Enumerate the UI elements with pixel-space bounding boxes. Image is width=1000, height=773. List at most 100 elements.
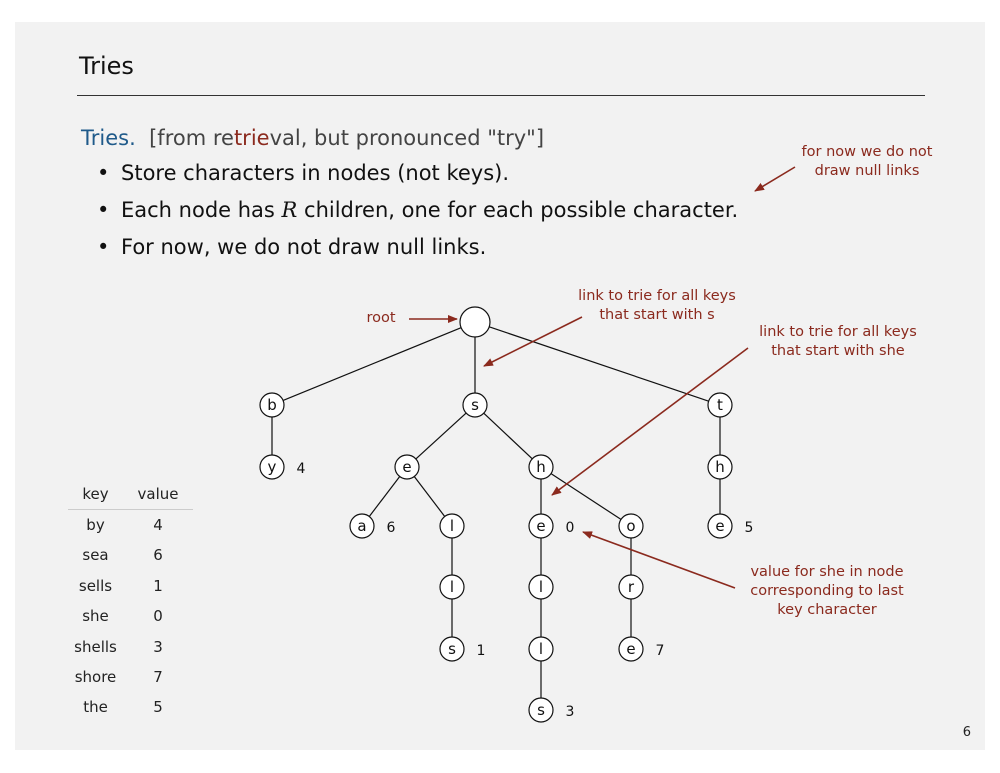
link-she-label-line2: that start with she [771, 343, 905, 359]
node-circle [707, 513, 733, 539]
link-she-label-line1: link to trie for all keys [759, 324, 917, 340]
row-key: by [86, 516, 105, 534]
node-circle [528, 636, 554, 662]
bullet-text-post: children, one for each possible characte… [297, 198, 739, 222]
node-value: 4 [297, 461, 306, 477]
row-value: 3 [153, 637, 163, 656]
node-char: l [539, 640, 543, 658]
trie-edge [550, 473, 622, 520]
link-s-arrow [483, 316, 583, 367]
node-char: s [471, 396, 479, 414]
trie-node: s [462, 392, 488, 418]
trie-node: e [394, 454, 420, 480]
header-value: value [137, 485, 179, 503]
row-key: shells [74, 637, 117, 656]
node-circle [439, 636, 465, 662]
trie-node: r [618, 574, 644, 600]
bullet-text-pre: Each node has [121, 198, 282, 222]
node-value: 3 [566, 704, 575, 720]
table-row: sells 1 [68, 571, 193, 601]
trie-node: l [439, 513, 465, 539]
bullet-text: Store characters in nodes (not keys). [121, 161, 510, 185]
node-circle [259, 392, 285, 418]
node-circle [349, 513, 375, 539]
node-char: r [628, 578, 635, 596]
node-value: 7 [656, 643, 665, 659]
node-char: e [402, 458, 411, 476]
intro-highlight: trie [233, 126, 270, 150]
note-line: for now we do not [801, 144, 933, 160]
table-header: key value [68, 479, 193, 510]
link-she-arrow [551, 347, 749, 496]
trie-node: o [618, 513, 644, 539]
trie-node: b [259, 392, 285, 418]
node-char: s [537, 701, 545, 719]
node-circle [528, 697, 554, 723]
trie-node: t [707, 392, 733, 418]
trie-edge [368, 476, 401, 517]
node-char: l [450, 578, 454, 596]
row-value: 7 [153, 667, 163, 686]
row-value: 1 [153, 576, 163, 595]
node-char: t [717, 396, 723, 414]
node-char: y [268, 458, 277, 476]
node-circle [707, 392, 733, 418]
row-key: shore [74, 667, 117, 686]
intro-part2: val, but pronounced "try"] [269, 126, 545, 150]
bullet-list: Store characters in nodes (not keys). Ea… [81, 155, 738, 266]
trie-edge [282, 327, 462, 402]
trie-edge [413, 476, 446, 517]
trie-node: l [528, 574, 554, 600]
bullet-variable: R [281, 198, 298, 222]
node-value: 0 [566, 520, 575, 536]
node-circle [394, 454, 420, 480]
bullet-item: Each node has R children, one for each p… [97, 192, 739, 229]
intro-lead: Tries. [81, 126, 136, 150]
node-char: s [448, 640, 456, 658]
node-circle [618, 574, 644, 600]
trie-edge [483, 412, 533, 460]
row-key: sells [78, 576, 113, 595]
node-circle [528, 574, 554, 600]
node-circle [528, 513, 554, 539]
node-char: l [450, 517, 454, 535]
root-label: root [366, 310, 395, 326]
trie-root-node [459, 306, 491, 338]
node-circle [462, 392, 488, 418]
node-circle [459, 306, 491, 338]
table-row: shore 7 [68, 662, 193, 692]
page-number: 6 [962, 725, 971, 740]
node-circle [439, 513, 465, 539]
title-divider [77, 95, 925, 96]
value-label-line2: corresponding to last [750, 583, 904, 599]
row-key: the [83, 698, 108, 717]
trie-edges [271, 326, 721, 698]
intro-part1: [from re [149, 126, 234, 150]
trie-node: l [528, 636, 554, 662]
node-char: e [715, 517, 724, 535]
node-char: h [715, 458, 725, 476]
annotation-arrows [409, 166, 796, 589]
node-value: 5 [745, 520, 754, 536]
slide: Tries Tries. [from retrieval, but pronou… [15, 22, 985, 750]
node-char: e [626, 640, 635, 658]
value-label-line3: key character [777, 602, 876, 618]
node-circle [618, 636, 644, 662]
value-label-line1: value for she in node [750, 564, 903, 580]
bullet-item: For now, we do not draw null links. [97, 229, 738, 266]
link-s-label-line1: link to trie for all keys [578, 288, 736, 304]
intro-line: Tries. [from retrieval, but pronounced "… [81, 126, 544, 150]
annotation-labels: root link to trie for all keys that star… [366, 288, 916, 618]
note-line: draw null links [814, 163, 920, 179]
node-circle [528, 454, 554, 480]
